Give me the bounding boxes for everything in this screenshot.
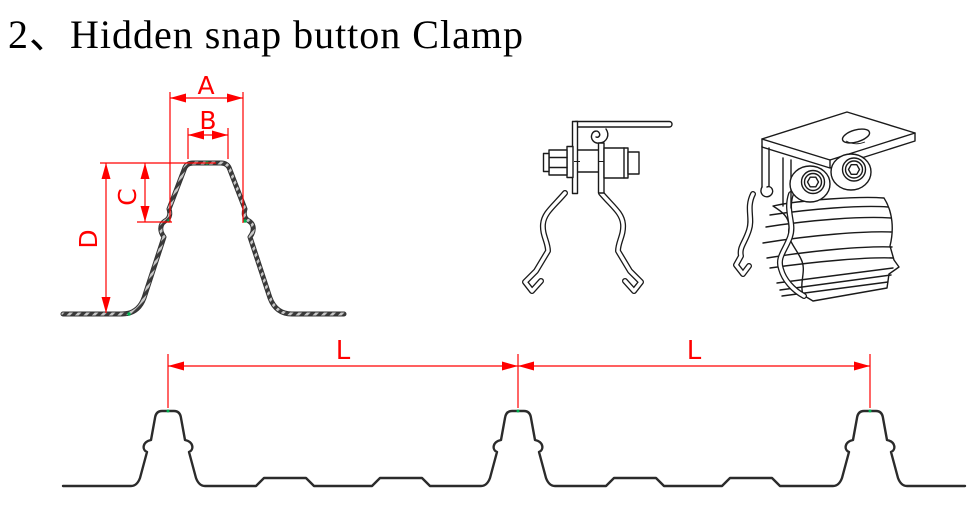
snap-point-marker bbox=[127, 312, 131, 316]
dim-label-b: B bbox=[199, 106, 216, 135]
screw-head-face bbox=[803, 172, 823, 192]
top-plate-hole bbox=[841, 128, 871, 144]
hex-nut-facets bbox=[548, 156, 568, 169]
bracket-curl bbox=[760, 185, 774, 198]
clamp-right-plate bbox=[597, 142, 605, 194]
rib-profile-outline bbox=[60, 160, 347, 317]
dimension-arrow bbox=[854, 361, 870, 371]
dim-label-c: C bbox=[113, 188, 142, 205]
clamp-left-leg-core bbox=[523, 191, 567, 293]
top-plate-thickness bbox=[761, 132, 916, 169]
dimension-arrow bbox=[212, 130, 228, 140]
top-plate bbox=[761, 111, 916, 161]
clamp-top-arm bbox=[572, 120, 673, 128]
clamp-body-contour-lines bbox=[762, 205, 894, 297]
panel-profile-outline bbox=[61, 409, 967, 488]
pitch-extension-lines bbox=[167, 354, 871, 408]
snap-point-marker bbox=[516, 409, 520, 413]
dim-label-pitch-2: L bbox=[687, 336, 702, 366]
dim-a-extension-lines bbox=[169, 92, 244, 223]
rib-profile-dimension-drawing: A B C D bbox=[60, 71, 347, 317]
bracket-left-face bbox=[761, 145, 792, 209]
figure-title: 2、Hidden snap button Clamp bbox=[8, 12, 524, 57]
dimension-arrow bbox=[518, 361, 534, 371]
dimension-arrow bbox=[188, 130, 204, 140]
bolt-washer bbox=[566, 145, 574, 179]
rib-profile-hatch bbox=[61, 161, 346, 316]
clamp-side-view-drawing bbox=[522, 120, 673, 294]
clamp-snap-curl bbox=[590, 128, 609, 144]
dimension-arrow bbox=[168, 361, 184, 371]
screw-hex-socket bbox=[806, 176, 820, 188]
clamp-left-hook-strap-core bbox=[734, 192, 755, 276]
panel-profile-drawing: L L bbox=[61, 336, 967, 488]
dimension-arrow bbox=[140, 163, 150, 179]
screw-hex-socket bbox=[847, 163, 861, 176]
bolt-head bbox=[627, 151, 640, 175]
clamp-front-strap-core bbox=[778, 192, 806, 298]
dimension-arrow bbox=[170, 93, 186, 103]
snap-point-marker bbox=[166, 409, 170, 413]
bolt-shaft-lines bbox=[577, 149, 599, 173]
dimension-arrow bbox=[101, 297, 111, 313]
screw-head-face bbox=[844, 160, 864, 179]
snap-point-marker bbox=[868, 409, 872, 413]
bolt-end-cap bbox=[542, 152, 550, 173]
dimension-arrow bbox=[140, 206, 150, 222]
dimension-arrow bbox=[502, 361, 518, 371]
hex-nut bbox=[548, 149, 568, 176]
dim-label-pitch-1: L bbox=[336, 336, 351, 366]
dim-label-d: D bbox=[74, 229, 103, 248]
clamp-iso-view-drawing bbox=[733, 111, 916, 302]
dim-label-a: A bbox=[197, 71, 214, 100]
dimension-arrow bbox=[227, 93, 243, 103]
dimension-arrow bbox=[101, 163, 111, 179]
snap-point-marker bbox=[243, 219, 247, 223]
clamp-right-leg-core bbox=[599, 191, 643, 293]
top-plate-hole-rim bbox=[845, 140, 866, 145]
dim-b-extension-lines bbox=[187, 128, 229, 159]
